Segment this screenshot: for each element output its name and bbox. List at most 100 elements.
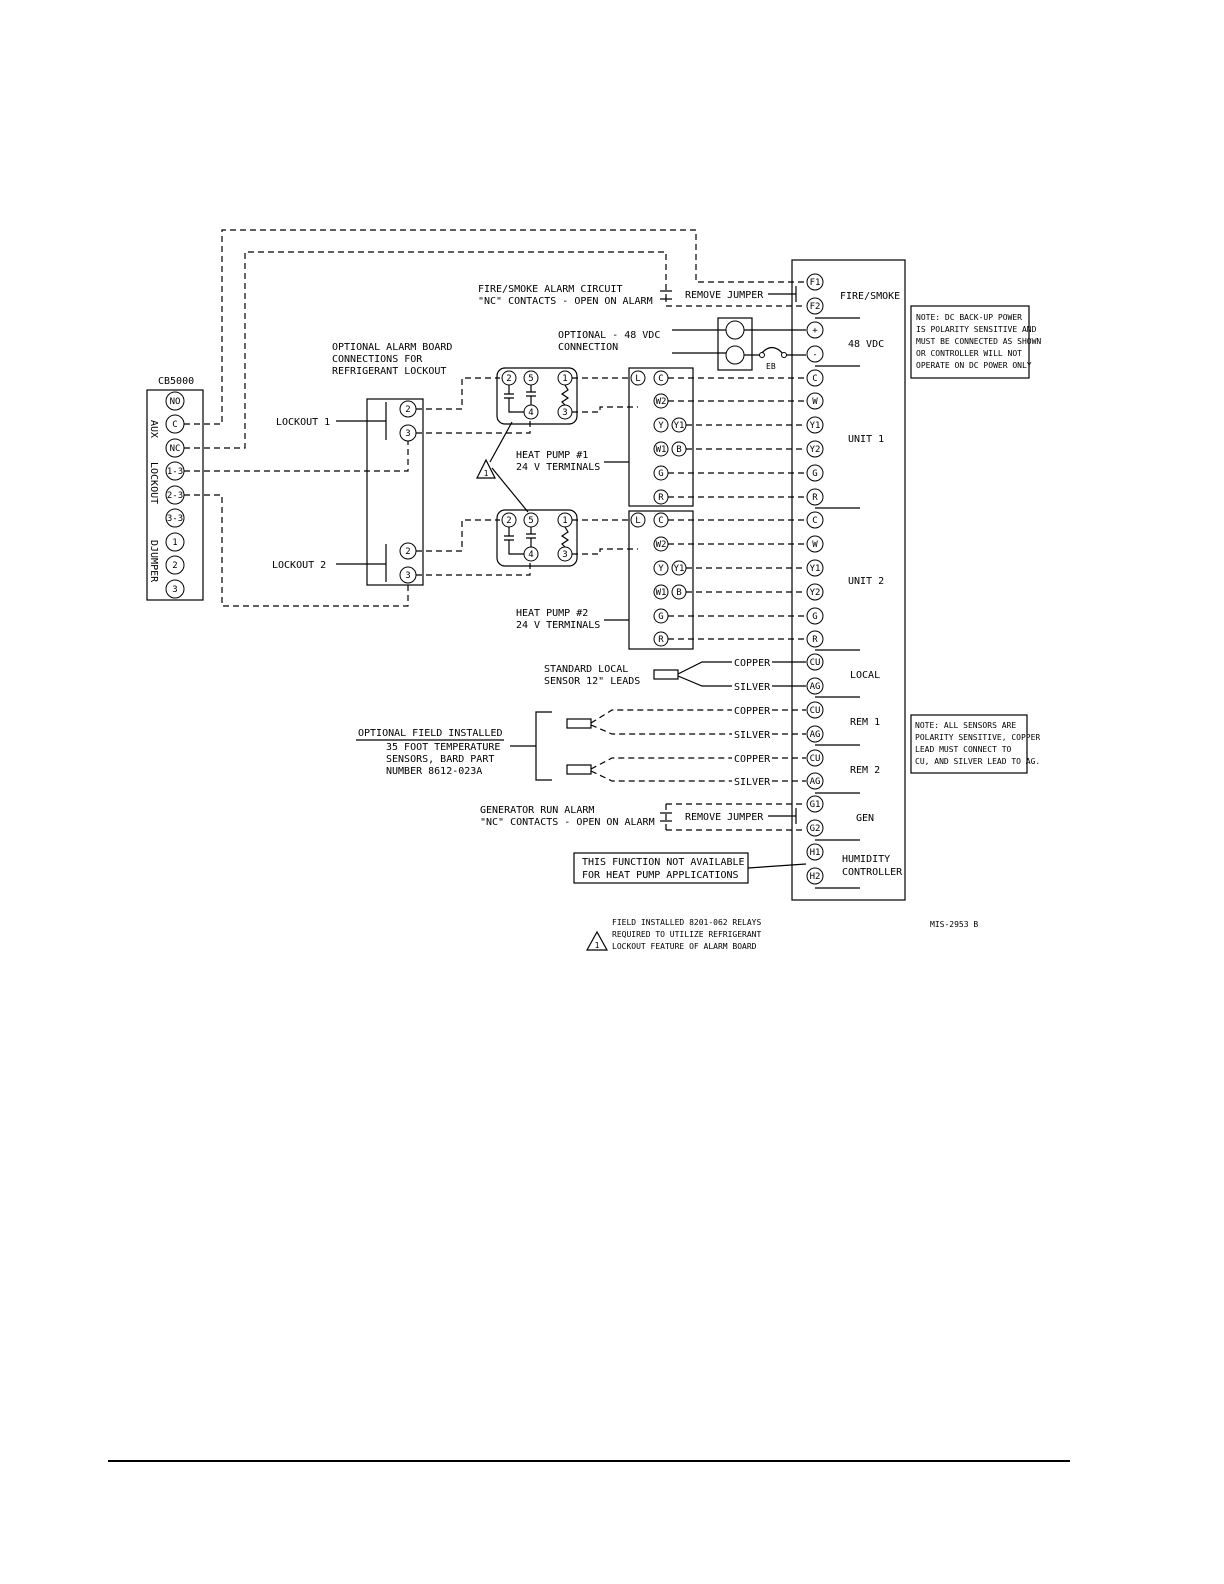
svg-text:3: 3	[562, 550, 567, 560]
relay2-terminal-5: 5	[523, 512, 539, 528]
lockout-2-label: LOCKOUT 2	[272, 560, 326, 571]
svg-text:NOTE: ALL SENSORS ARE: NOTE: ALL SENSORS ARE	[915, 721, 1016, 730]
fire-smoke-caption-2: "NC" CONTACTS - OPEN ON ALARM	[478, 296, 653, 307]
hp1-terminal-l: L	[630, 370, 646, 386]
cb5000-title: CB5000	[158, 376, 194, 387]
svg-text:CU: CU	[810, 754, 821, 764]
svg-text:SILVER: SILVER	[734, 730, 771, 741]
svg-text:Y1: Y1	[810, 421, 821, 431]
hp1-terminal-y1: Y1	[671, 417, 687, 433]
svg-text:1: 1	[172, 538, 177, 548]
relay1-coil	[560, 384, 570, 406]
cb5000-terminal-no: NO	[165, 391, 185, 411]
relay2-terminal-2: 2	[501, 512, 517, 528]
controller-terminal: CU	[806, 653, 824, 671]
svg-text:AG: AG	[810, 730, 821, 740]
lockout2-terminal-2: 2	[399, 542, 417, 560]
section-rem-2: REM 2	[850, 765, 880, 776]
svg-text:C: C	[812, 374, 817, 384]
lockout1-terminal-3: 3	[399, 424, 417, 442]
svg-text:COPPER: COPPER	[734, 658, 771, 669]
hp1-terminal-c: C	[653, 370, 669, 386]
svg-text:W: W	[812, 540, 818, 550]
svg-text:B: B	[676, 588, 681, 598]
alarm-board-caption-3: REFRIGERANT LOCKOUT	[332, 366, 446, 377]
svg-text:NO: NO	[170, 397, 181, 407]
section-rem-1: REM 1	[850, 717, 880, 728]
svg-text:L: L	[635, 516, 640, 526]
footer-rule	[108, 1460, 1070, 1462]
footnote: 1 FIELD INSTALLED 8201-062 RELAYS REQUIR…	[585, 918, 761, 951]
svg-text:4: 4	[528, 550, 533, 560]
hp2-terminal-w1: W1	[653, 584, 669, 600]
cb5000-terminal-1-3: 1-3	[165, 461, 185, 481]
svg-text:OR CONTROLLER WILL NOT: OR CONTROLLER WILL NOT	[916, 349, 1022, 358]
humidity-note: THIS FUNCTION NOT AVAILABLE FOR HEAT PUM…	[573, 852, 807, 884]
fire-smoke-caption-1: FIRE/SMOKE ALARM CIRCUIT	[478, 284, 623, 295]
svg-text:1: 1	[595, 941, 600, 950]
svg-text:AG: AG	[810, 682, 821, 692]
lockout2-terminal-3: 3	[399, 566, 417, 584]
relay1-terminal-3: 3	[557, 404, 573, 420]
svg-text:C: C	[812, 516, 817, 526]
svg-text:H1: H1	[810, 848, 821, 858]
dc-power-connection: OPTIONAL - 48 VDC CONNECTION EB	[558, 317, 806, 371]
relay1-terminal-2: 2	[501, 370, 517, 386]
svg-text:5: 5	[528, 374, 533, 384]
svg-text:3: 3	[562, 408, 567, 418]
hp1-terminal-r: R	[653, 489, 669, 505]
controller-terminal: Y1	[806, 559, 824, 577]
fire-smoke-contact-symbol	[660, 290, 672, 300]
heat-pump-1-sublabel: 24 V TERMINALS	[516, 462, 600, 473]
svg-text:Y1: Y1	[674, 564, 685, 574]
optional-sensor-caption-4: NUMBER 8612-023A	[386, 766, 482, 777]
hp1-terminal-w2: W2	[653, 393, 669, 409]
dc-power-caption-1: OPTIONAL - 48 VDC	[558, 330, 660, 341]
drawing-number: MIS-2953 B	[930, 920, 978, 929]
svg-text:W2: W2	[656, 397, 667, 407]
optional-sensor-caption-2: 35 FOOT TEMPERATURE	[386, 742, 500, 753]
fire-smoke-circuit: FIRE/SMOKE ALARM CIRCUIT "NC" CONTACTS -…	[478, 284, 797, 307]
hp1-terminal-y: Y	[653, 417, 669, 433]
svg-text:COPPER: COPPER	[734, 754, 771, 765]
svg-text:G: G	[658, 612, 663, 622]
cb5000-frame	[146, 389, 204, 601]
svg-text:Y1: Y1	[674, 421, 685, 431]
controller-terminal: G	[806, 464, 824, 482]
controller-terminal: G	[806, 607, 824, 625]
relay2-terminal-3: 3	[557, 546, 573, 562]
svg-text:AG: AG	[810, 777, 821, 787]
hp2-terminal-l: L	[630, 512, 646, 528]
svg-text:1: 1	[562, 516, 567, 526]
generator-jumper-label: REMOVE JUMPER	[685, 812, 764, 823]
standard-local-sensor: STANDARD LOCAL SENSOR 12" LEADS COPPER S…	[544, 658, 806, 693]
controller-terminal: CU	[806, 749, 824, 767]
note-dc-power: NOTE: DC BACK-UP POWER IS POLARITY SENSI…	[910, 305, 1041, 379]
dc-power-caption-2: CONNECTION	[558, 342, 618, 353]
svg-text:IS POLARITY SENSITIVE AND: IS POLARITY SENSITIVE AND	[916, 325, 1037, 334]
optional-field-sensors: OPTIONAL FIELD INSTALLED 35 FOOT TEMPERA…	[356, 706, 806, 788]
svg-text:3: 3	[172, 585, 177, 595]
svg-text:1: 1	[562, 374, 567, 384]
hp2-terminal-c: C	[653, 512, 669, 528]
svg-text:OPERATE ON DC POWER ONLY: OPERATE ON DC POWER ONLY	[916, 361, 1032, 370]
relay2-coil	[560, 526, 570, 548]
controller-terminal: +	[806, 321, 824, 339]
svg-text:W: W	[812, 397, 818, 407]
wire-lockout1-3	[184, 433, 409, 472]
svg-text:Y1: Y1	[810, 564, 821, 574]
controller-terminal: G1	[806, 795, 824, 813]
controller-terminal: R	[806, 630, 824, 648]
controller-terminal: C	[806, 511, 824, 529]
svg-text:1-3: 1-3	[167, 467, 183, 477]
svg-text:Y2: Y2	[810, 588, 821, 598]
svg-text:G2: G2	[810, 824, 821, 834]
alarm-board: OPTIONAL ALARM BOARD CONNECTIONS FOR REF…	[272, 342, 531, 586]
svg-text:H2: H2	[810, 872, 821, 882]
note-sensors: NOTE: ALL SENSORS ARE POLARITY SENSITIVE…	[910, 714, 1040, 774]
section-fire-smoke: FIRE/SMOKE	[840, 291, 900, 302]
hp2-terminal-w2: W2	[653, 536, 669, 552]
cb5000-block: CB5000 AUX LOCKOUT DJUMPER NO C NC 1-3 2…	[146, 376, 204, 601]
svg-text:NOTE: DC BACK-UP POWER: NOTE: DC BACK-UP POWER	[916, 313, 1022, 322]
svg-text:R: R	[812, 493, 818, 503]
